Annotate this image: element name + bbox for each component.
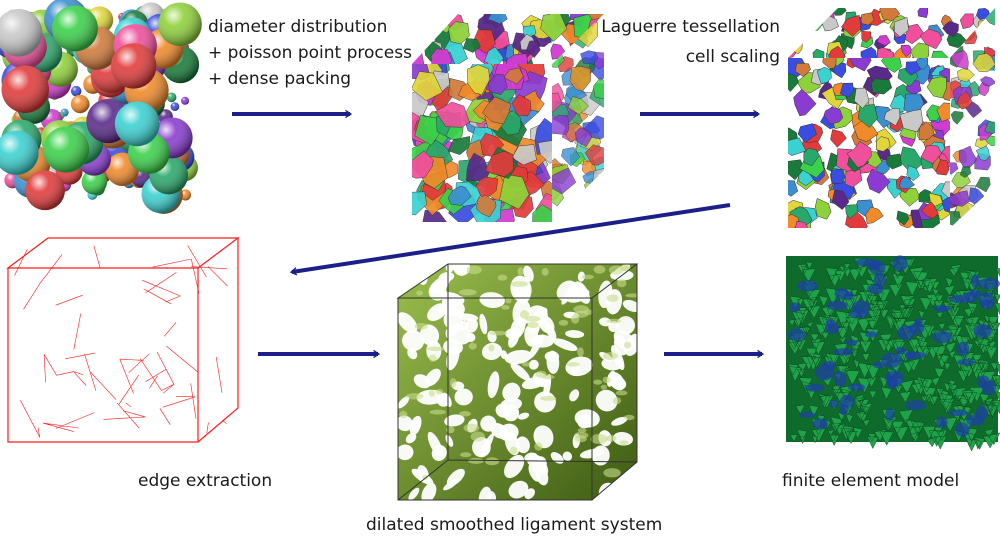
ligament-cube-image	[396, 263, 639, 501]
step3-label: edge extraction	[138, 471, 273, 491]
step2-label: Laguerre tessellation cell scaling	[590, 14, 780, 70]
step4-label: dilated smoothed ligament system	[366, 515, 663, 535]
step2-line1: Laguerre tessellation	[601, 17, 780, 37]
scaled-cells-cube-image	[788, 8, 995, 228]
fem-mesh-image	[786, 255, 1000, 452]
step1-line1: diameter distribution	[208, 17, 388, 37]
step1-label: diameter distribution + poisson point pr…	[208, 14, 412, 92]
step2-line2: cell scaling	[685, 47, 780, 67]
step1-line3: + dense packing	[208, 69, 352, 89]
arrow-3-to-4	[289, 203, 731, 276]
step1-line2: + poisson point process	[208, 43, 412, 63]
sphere-packing-image	[0, 0, 202, 214]
step5-label: finite element model	[782, 471, 960, 491]
tessellation-cube-image	[412, 14, 604, 222]
edge-wireframe-image	[6, 237, 240, 443]
